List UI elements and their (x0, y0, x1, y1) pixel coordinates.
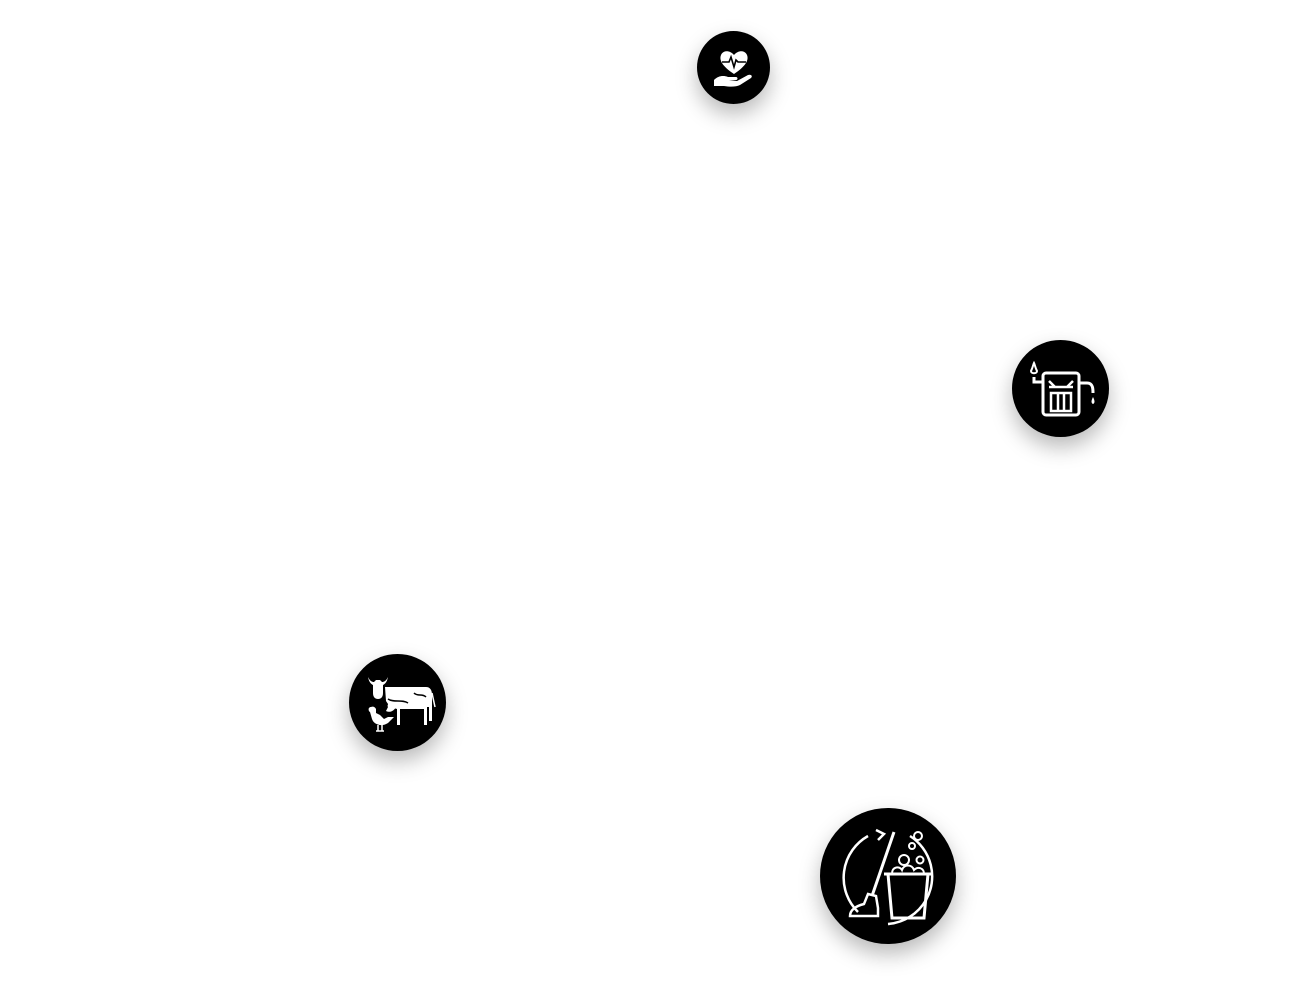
livestock-bubble[interactable] (349, 654, 446, 751)
livestock-cow-chicken-icon (367, 676, 436, 732)
heart-care-hand-icon (713, 50, 752, 87)
cleaning-mop-bucket-icon (842, 828, 934, 926)
water-tank-bubble[interactable] (1012, 340, 1109, 437)
water-tank-icon (1029, 360, 1094, 416)
cleaning-bubble[interactable] (820, 808, 956, 944)
heart-care-bubble[interactable] (697, 31, 770, 104)
